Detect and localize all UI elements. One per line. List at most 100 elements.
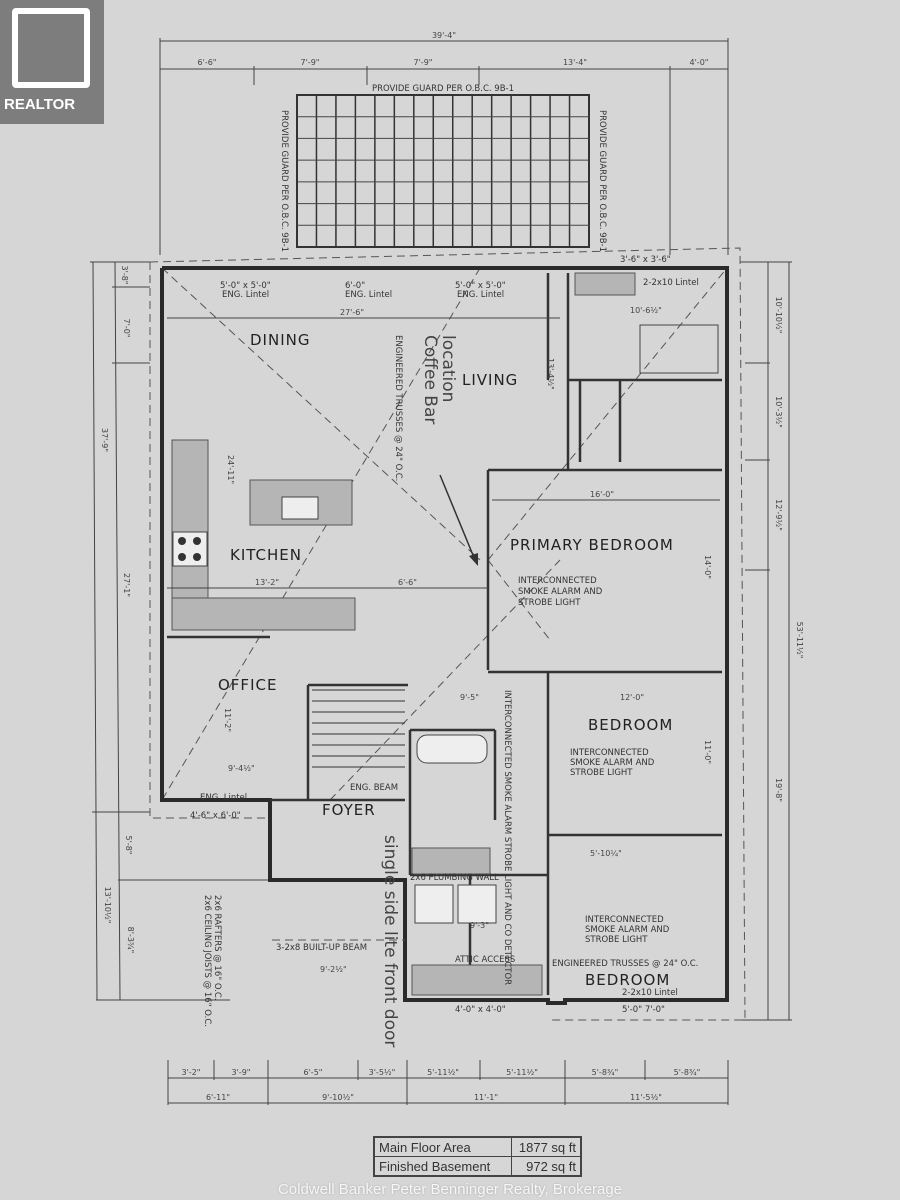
window-label: 5'-0" x 5'-0": [455, 281, 506, 291]
right-dimensions: 10'-10½" 10'-3½" 12'-9½" 19'-8" 53'-11½": [740, 261, 804, 1021]
dim-bottom: 6'-11": [206, 1093, 230, 1102]
dim-top: 6'-6": [198, 58, 217, 67]
roof-outline: [149, 247, 746, 1021]
front-door-note: single side lite front door: [380, 835, 400, 1047]
area-value: 972 sq ft: [511, 1156, 582, 1177]
guard-note-top: PROVIDE GUARD PER O.B.C. 9B-1: [372, 84, 514, 94]
coffee-bar-note: Coffee Bar: [420, 335, 440, 424]
trusses-note: ENGINEERED TRUSSES @ 24" O.C.: [393, 335, 403, 481]
window-label: 6'-0": [345, 281, 365, 291]
realtor-logo: REALTOR: [0, 0, 104, 124]
lintel-label: 2-2x10 Lintel: [622, 988, 678, 998]
arrow-head-icon: [469, 553, 478, 566]
dim-top: 4'-0": [690, 58, 709, 67]
smoke-note-primary: INTERCONNECTED: [518, 576, 597, 586]
lintel-label: ENG. Lintel: [457, 290, 504, 300]
dim-left: 3'-8": [120, 266, 129, 285]
dim-left: 7'-0": [122, 319, 131, 338]
coffee-bar-note: location: [438, 335, 458, 402]
plumbing-wall-note: 2x6 PLUMBING WALL: [410, 873, 499, 883]
dim-right-total: 53'-11½": [795, 622, 804, 659]
dim-bottom: 11'-1": [474, 1093, 498, 1102]
bathtub-icon: [416, 734, 488, 764]
dryer-icon: [457, 884, 497, 924]
lintel-label: ENG. Lintel: [200, 793, 247, 803]
window-label: 4'-6" x 6'-0": [190, 811, 241, 821]
dim-top: 7'-9": [414, 58, 433, 67]
dim-left: 27'-1": [122, 573, 131, 597]
room-label-foyer: FOYER: [322, 801, 376, 819]
room-label-living: LIVING: [462, 371, 518, 389]
smoke-note-bedroom: SMOKE ALARM AND: [585, 925, 670, 935]
smoke-note-bedroom: STROBE LIGHT: [570, 768, 633, 778]
room-label-office: OFFICE: [218, 676, 277, 694]
guard-note-right: PROVIDE GUARD PER O.B.C. 9B-1: [597, 110, 607, 252]
dim-bottom: 5'-11½": [427, 1068, 459, 1077]
top-dimensions: 39'-4" 6'-6" 7'-9" 7'-9" 13'-4" 4'-0": [159, 31, 729, 255]
smoke-note-bedroom: INTERCONNECTED: [585, 915, 664, 925]
dim-interior: 9'-4½": [228, 764, 255, 773]
left-dimensions: 3'-8" 7'-0" 27'-1" 5'-8" 8'-3¾" 37'-9" 1…: [90, 261, 270, 1001]
dim-interior: 13'-2": [255, 578, 279, 587]
dim-interior: 14'-0": [703, 555, 712, 579]
smoke-note-bedroom: STROBE LIGHT: [585, 935, 648, 945]
window-label: 4'-0" x 4'-0": [455, 1005, 506, 1015]
dim-bottom: 5'-11½": [506, 1068, 538, 1077]
smoke-note-primary: STROBE LIGHT: [518, 598, 581, 608]
attic-access-note: ATTIC ACCESS: [455, 955, 515, 965]
lintel-label: ENG. Lintel: [222, 290, 269, 300]
dim-bottom: 3'-2": [182, 1068, 201, 1077]
dim-bottom: 9'-10½": [322, 1093, 354, 1102]
area-value: 1877 sq ft: [511, 1136, 582, 1157]
dim-interior: 11'-2": [223, 708, 232, 732]
dim-interior: 13'-4½": [546, 358, 555, 390]
dim-right: 10'-3½": [774, 396, 783, 428]
sink-icon: [281, 496, 319, 520]
smoke-note-bedroom: SMOKE ALARM AND: [570, 758, 655, 768]
area-row: Main Floor Area 1877 sq ft: [373, 1136, 582, 1157]
dim-top: 7'-9": [301, 58, 320, 67]
smoke-note-bedroom: INTERCONNECTED: [570, 748, 649, 758]
dim-interior: 9'-5": [460, 693, 479, 702]
dim-interior: 6'-6": [398, 578, 417, 587]
dim-bottom: 5'-8¾": [592, 1068, 619, 1077]
shower-icon: [639, 324, 719, 374]
dim-right: 12'-9½": [774, 499, 783, 531]
lintel-label: 2-2x10 Lintel: [643, 278, 699, 288]
lintel-label: ENG. Lintel: [345, 290, 392, 300]
dim-right: 19'-8": [774, 778, 783, 802]
bottom-dimensions: 3'-2" 3'-9" 6'-5" 3'-5½" 5'-11½" 5'-11½"…: [167, 1060, 729, 1105]
room-label-primary-bedroom: PRIMARY BEDROOM: [510, 536, 674, 554]
trusses-note-bottom: ENGINEERED TRUSSES @ 24" O.C.: [552, 959, 698, 969]
stove-icon: [172, 531, 208, 567]
dim-left-total: 13'-10½": [103, 887, 112, 924]
bath-counter: [411, 964, 543, 996]
dim-interior: 9'-2½": [320, 965, 347, 974]
dim-left: 5'-8": [124, 836, 133, 855]
area-label: Main Floor Area: [373, 1136, 512, 1157]
area-row: Finished Basement 972 sq ft: [373, 1156, 582, 1177]
dim-left: 8'-3¾": [126, 927, 135, 954]
guard-note-left: PROVIDE GUARD PER O.B.C. 9B-1: [279, 110, 289, 252]
vanity: [411, 847, 491, 875]
realtor-r-mark-icon: [12, 8, 90, 88]
dim-bottom: 3'-9": [232, 1068, 251, 1077]
window-label: 5'-0" x 5'-0": [220, 281, 271, 291]
coffee-bar-arrow: [439, 474, 476, 561]
dim-bottom: 5'-8¾": [674, 1068, 701, 1077]
dim-bottom: 6'-5": [304, 1068, 323, 1077]
stairs: [312, 689, 405, 768]
rafters-note: 2x6 RAFTERS @ 16" O.C.: [212, 895, 222, 1001]
dim-interior: 9'-3": [470, 921, 489, 930]
smoke-note-hall: INTERCONNECTED SMOKE ALARM STROBE LIGHT …: [502, 690, 512, 985]
dim-interior: 27'-6": [340, 308, 364, 317]
beam-note: 3-2x8 BUILT-UP BEAM: [276, 943, 367, 953]
dim-left-total: 37'-9": [100, 428, 109, 452]
kitchen-counter-lower: [171, 597, 356, 631]
ensuite-vanity: [574, 272, 636, 296]
window-label: 3'-6" x 3'-6": [620, 255, 671, 265]
deck: [296, 94, 590, 248]
ceiling-joists-note: 2x6 CEILING JOISTS @ 16" O.C.: [202, 895, 212, 1027]
dim-right: 10'-10½": [774, 297, 783, 334]
window-label: 5'-0" 7'-0": [622, 1005, 665, 1015]
